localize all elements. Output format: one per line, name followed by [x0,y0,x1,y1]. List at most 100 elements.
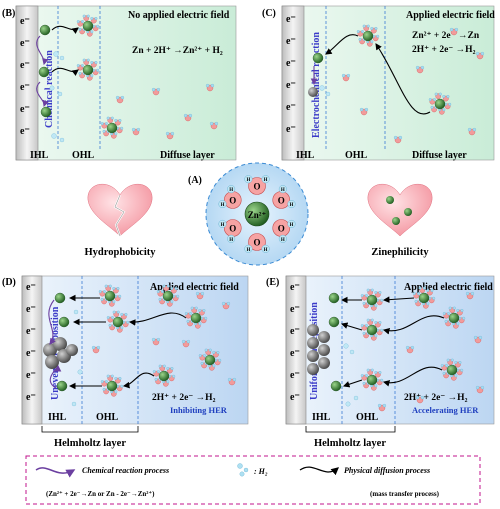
hydrogen-label: H [246,178,250,183]
hydrogen-label: H [264,248,268,253]
water-molecule [442,95,450,102]
water-molecule [151,337,161,346]
water-molecule [473,335,483,344]
zinc-ion [312,52,324,64]
heart-zinephilicity: Zinephilicity [367,184,433,258]
zone-diffuse: Diffuse layer [160,150,215,161]
h2-bubble [349,349,355,355]
hydrogen-label: H [290,203,294,208]
legend-chem-sub: (Zn²⁺ + 2e⁻→Zn or Zn - 2e⁻→Zn²⁺) [46,490,155,498]
hydrated-zinc-ion [412,286,436,309]
zone-ohl: OHL [356,412,379,423]
hydrogen-label: H [221,223,225,228]
water-molecule [158,364,166,371]
panel-label: (B) [2,8,15,19]
water-molecule [341,73,351,82]
hydrogen-label: H [229,188,233,193]
electron-label: e⁻ [286,14,296,25]
water-molecule [412,292,420,299]
water-molecule [449,27,459,36]
panel-e: (E) Applied electric field 2H⁺ + 2e⁻ →H₂… [266,275,495,449]
oxygen-label: O [229,196,236,206]
electron-label: e⁻ [26,370,36,381]
water-molecule [106,374,114,381]
diffusion-arrow [128,312,187,326]
zone-ohl: OHL [96,412,119,423]
diffusion-arrow [382,315,445,335]
electron-label: e⁻ [26,304,36,315]
hydrated-zinc-ion [98,284,122,307]
panel-title: Applied electric field [404,282,493,293]
h2-bubble [51,133,57,139]
water-molecule [428,98,436,105]
water-molecule [90,17,98,24]
hydrated-zinc-ion [184,306,208,329]
water-molecule [467,127,477,136]
water-molecule [475,51,485,60]
water-molecule [446,358,454,365]
panel-title: Applied electric field [406,10,495,21]
electrode [21,275,43,425]
legend: Chemical reaction process (Zn²⁺ + 2e⁻→Zn… [25,455,481,505]
zinc-ion [328,316,340,328]
electron-label: e⁻ [290,326,300,337]
water-molecule [120,313,128,320]
electrode [285,275,307,425]
water-molecule [198,354,206,361]
helmholtz-label: Helmholtz layer [54,438,126,449]
water-molecule [172,294,180,302]
panel-label: (D) [2,277,16,288]
water-molecule [112,310,120,317]
reaction-equation: Zn + 2H⁺ →Zn²⁺ + H₂ [132,46,223,56]
electron-label: e⁻ [286,124,296,135]
electron-label: e⁻ [20,104,30,115]
water-molecule [377,403,387,412]
panel-b: (B) No applied electric field Zn + 2H⁺ →… [2,5,237,161]
side-label: Chemical reaction [44,50,55,128]
water-molecule [434,92,442,99]
hydrated-zinc-ion [428,92,452,115]
zone-ohl: OHL [72,150,95,161]
zinc-ion [54,292,66,304]
h2-bubble [59,55,65,61]
legend-phys-sub: (mass transfer process) [370,490,440,498]
water-molecule [370,334,378,341]
chem-arrow-icon [35,467,76,478]
water-molecule [184,312,192,319]
water-molecule [415,395,425,404]
hydrated-zinc-ion [100,374,124,397]
water-molecule [362,331,370,339]
hydrated-zinc-ion [76,58,100,81]
water-molecule [82,14,90,21]
her-note: Inhibiting HER [170,405,228,415]
diffusion-arrow [325,34,359,55]
water-molecule [90,61,98,68]
water-molecule [162,284,170,291]
chem-arrow [49,364,62,389]
electron-label: e⁻ [286,102,296,113]
water-molecule [360,294,368,301]
panel-label: (E) [266,277,279,288]
water-molecule [102,129,110,137]
water-molecule [131,127,141,136]
legend-chem: Chemical reaction process [82,466,169,475]
water-molecule [156,290,164,297]
h2-bubble [53,51,59,57]
zinc-ion [38,66,50,78]
water-molecule [205,83,215,92]
water-molecule [418,286,426,293]
zinc-ion [328,292,340,304]
panel-c-molecules: e⁻e⁻e⁻e⁻e⁻e⁻ [286,14,485,144]
water-molecule [114,377,122,384]
water-molecule [100,297,108,305]
water-molecule [106,116,114,123]
water-molecule [112,287,120,294]
water-molecule [370,27,378,34]
h2-bubbles-icon [237,463,249,477]
water-molecule [106,316,114,323]
zinc-ion [40,106,52,118]
water-molecule [454,361,462,368]
panel-c: (C) Applied electric field Zn²⁺ + 2e⁻ →Z… [262,5,495,161]
